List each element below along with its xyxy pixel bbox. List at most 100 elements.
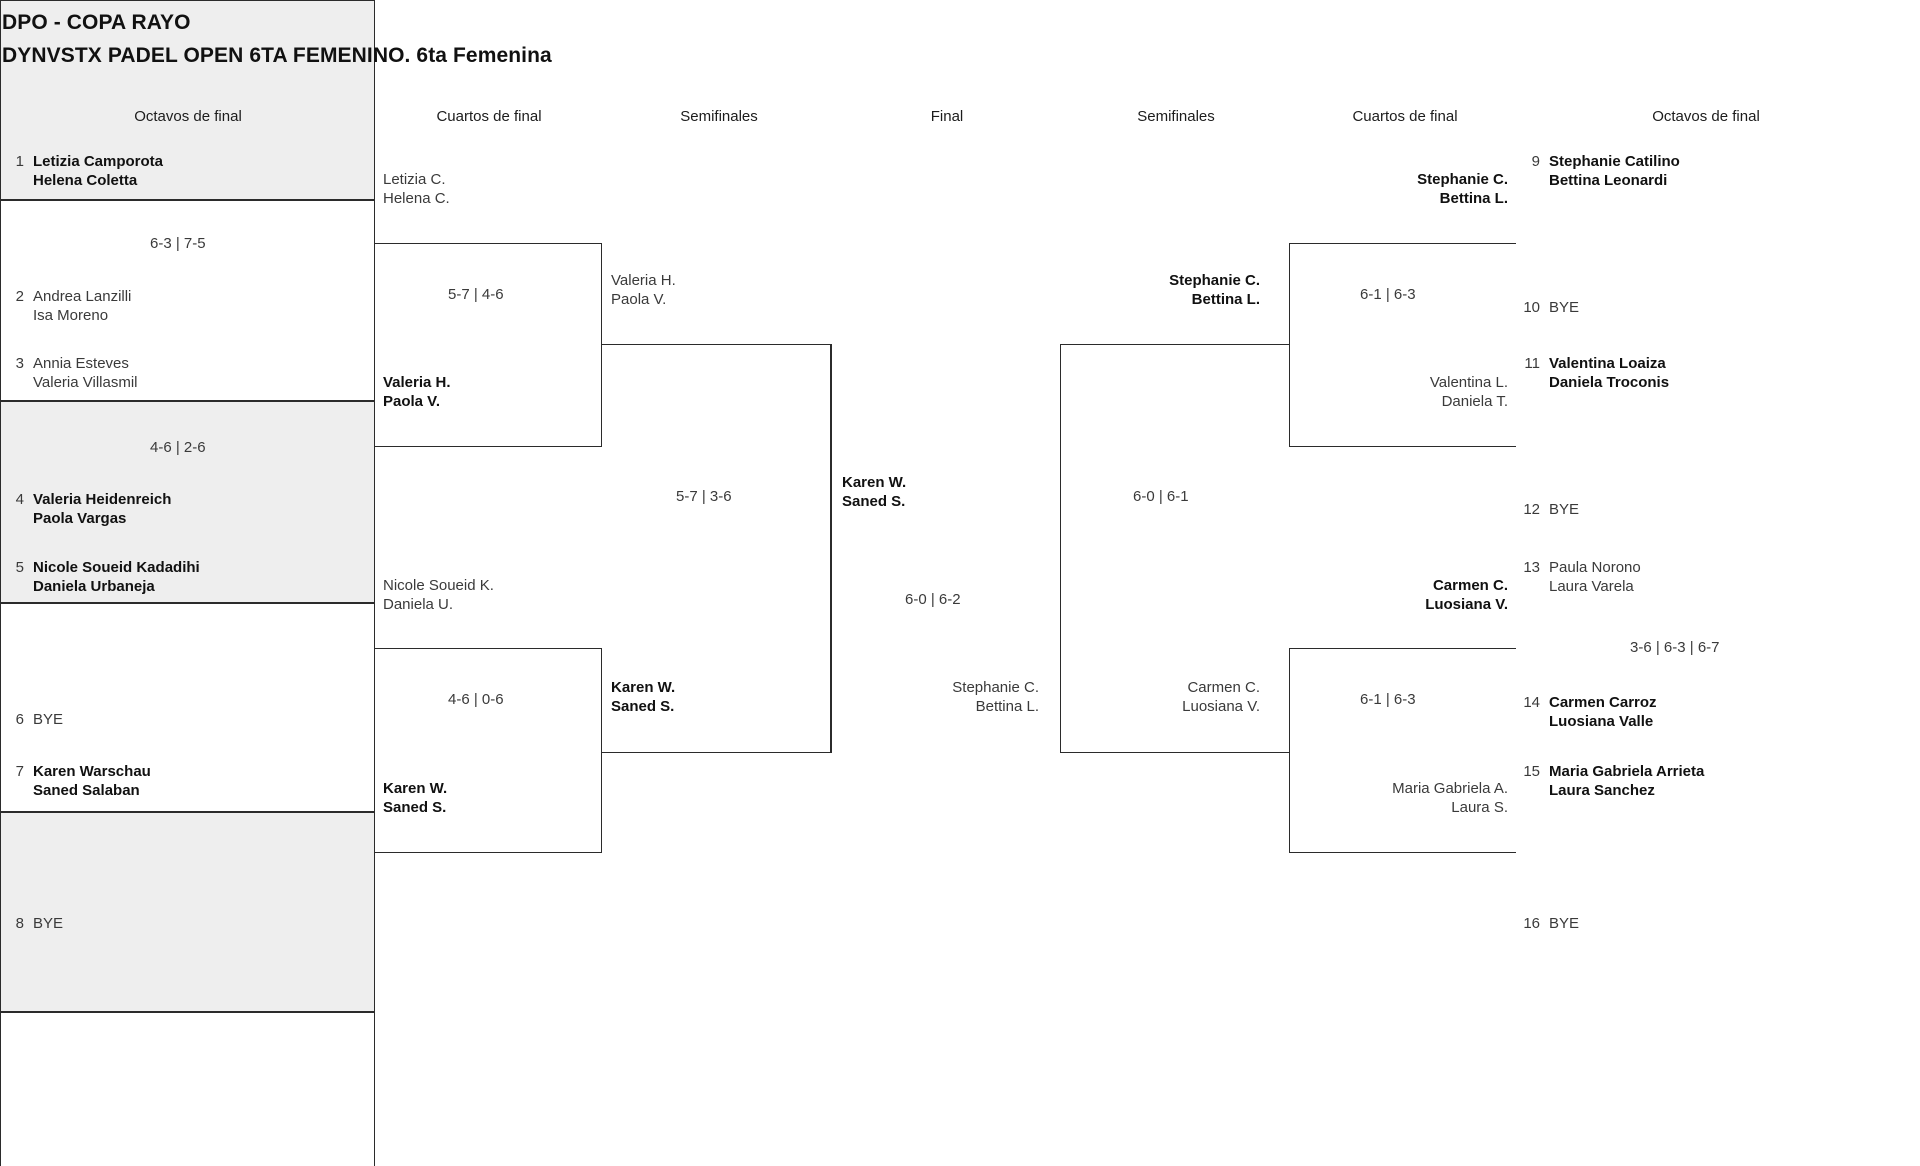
player-name-2: Daniela Troconis (1549, 374, 1670, 391)
tournament-category: DYNVSTX PADEL OPEN 6TA FEMENINO. 6ta Fem… (2, 44, 552, 67)
player-name-1: Letizia Camporota (33, 153, 164, 170)
player-name-1: Stephanie C. (952, 679, 1039, 696)
player-name-1: BYE (1549, 501, 1580, 518)
player-name-1: Valeria H. (383, 374, 451, 391)
player-entry-seed-12[interactable]: 12 BYE (1520, 500, 1579, 519)
player-name-1: Carmen C. (1187, 679, 1260, 696)
semis-right-entry-2[interactable]: Carmen C. Luosiana V. (1010, 678, 1260, 716)
cuartos-left-entry-4[interactable]: Karen W. Saned S. (383, 779, 447, 817)
player-entry-seed-4[interactable]: 4 Valeria Heidenreich Paola Vargas (4, 490, 172, 528)
player-names: Paula Norono Laura Varela (1549, 558, 1641, 596)
player-name-1: Stephanie C. (1169, 272, 1260, 289)
cuartos-right-entry-3[interactable]: Carmen C. Luosiana V. (1258, 576, 1508, 614)
player-names: BYE (33, 914, 63, 933)
player-names: BYE (1549, 914, 1579, 933)
player-name-1: BYE (33, 711, 64, 728)
seed-number: 4 (15, 491, 24, 508)
match-box-left-2[interactable] (0, 200, 375, 401)
final-runnerup-entry[interactable]: Stephanie C. Bettina L. (789, 678, 1039, 716)
seed-number: 13 (1523, 559, 1540, 576)
player-entry-seed-10[interactable]: 10 BYE (1520, 298, 1579, 317)
semis-left-entry-1[interactable]: Valeria H. Paola V. (611, 271, 676, 309)
player-entry-seed-2[interactable]: 2 Andrea Lanzilli Isa Moreno (4, 287, 132, 325)
player-name-1: Nicole Soueid K. (383, 577, 494, 594)
player-name-2: Helena C. (383, 190, 450, 207)
player-name-1: Karen W. (842, 474, 907, 491)
connector-left-semis (602, 344, 831, 753)
player-name-1: Maria Gabriela Arrieta (1549, 763, 1705, 780)
player-name-1: Karen W. (383, 780, 448, 797)
player-entry-seed-9[interactable]: 9 Stephanie Catilino Bettina Leonardi (1520, 152, 1680, 190)
player-entry-seed-1[interactable]: 1 Letizia Camporota Helena Coletta (4, 152, 163, 190)
player-names: Carmen Carroz Luosiana Valle (1549, 693, 1657, 731)
player-names: Andrea Lanzilli Isa Moreno (33, 287, 131, 325)
player-name-1: Stephanie Catilino (1549, 153, 1680, 170)
player-name-1: BYE (33, 915, 64, 932)
player-name-1: Valeria H. (611, 272, 676, 289)
seed-number: 8 (15, 915, 24, 932)
player-entry-seed-5[interactable]: 5 Nicole Soueid Kadadihi Daniela Urbanej… (4, 558, 200, 596)
cuartos-right-entry-4[interactable]: Maria Gabriela A. Laura S. (1258, 779, 1508, 817)
player-names: Maria Gabriela Arrieta Laura Sanchez (1549, 762, 1704, 800)
final-connector-line (831, 344, 832, 753)
seed-number: 3 (15, 355, 24, 372)
connector-left-cuartos-2 (375, 648, 602, 853)
player-name-2: Paola Vargas (33, 510, 127, 527)
player-name-2: Bettina L. (1191, 291, 1260, 308)
player-entry-seed-13[interactable]: 13 Paula Norono Laura Varela (1520, 558, 1641, 596)
round-header-semifinales-right: Semifinales (1137, 108, 1215, 125)
player-entry-seed-7[interactable]: 7 Karen Warschau Saned Salaban (4, 762, 151, 800)
seed-number: 5 (15, 559, 24, 576)
player-name-2: Saned Salaban (33, 782, 140, 799)
player-entry-seed-6[interactable]: 6 BYE (4, 710, 63, 729)
player-name-2: Luosiana V. (1425, 596, 1508, 613)
seed-number: 9 (1531, 153, 1540, 170)
player-entry-seed-15[interactable]: 15 Maria Gabriela Arrieta Laura Sanchez (1520, 762, 1704, 800)
seed-number: 6 (15, 711, 24, 728)
cuartos-left-entry-1[interactable]: Letizia C. Helena C. (383, 170, 450, 208)
match-box-right-1[interactable] (0, 812, 375, 1012)
match-box-left-1[interactable] (0, 0, 375, 200)
cuartos-right-entry-2[interactable]: Valentina L. Daniela T. (1258, 373, 1508, 411)
player-names: BYE (33, 710, 63, 729)
player-entry-seed-14[interactable]: 14 Carmen Carroz Luosiana Valle (1520, 693, 1657, 731)
player-entry-seed-3[interactable]: 3 Annia Esteves Valeria Villasmil (4, 354, 138, 392)
player-entry-seed-16[interactable]: 16 BYE (1520, 914, 1579, 933)
player-names: BYE (1549, 500, 1579, 519)
player-entry-seed-8[interactable]: 8 BYE (4, 914, 63, 933)
player-name-1: Letizia C. (383, 171, 446, 188)
player-names: Karen Warschau Saned Salaban (33, 762, 151, 800)
player-name-1: Karen Warschau (33, 763, 151, 780)
player-names: Annia Esteves Valeria Villasmil (33, 354, 137, 392)
seed-number: 10 (1523, 299, 1540, 316)
player-name-1: Valeria Heidenreich (33, 491, 172, 508)
player-name-1: Valentina Loaiza (1549, 355, 1666, 372)
semis-left-entry-2[interactable]: Karen W. Saned S. (611, 678, 675, 716)
match-score-cuartos-right-1: 6-1 | 6-3 (1360, 286, 1416, 303)
seed-number: 7 (15, 763, 24, 780)
player-name-1: Andrea Lanzilli (33, 288, 132, 305)
player-name-1: BYE (1549, 915, 1580, 932)
match-score-semis-left: 5-7 | 3-6 (676, 488, 732, 505)
cuartos-left-entry-3[interactable]: Nicole Soueid K. Daniela U. (383, 576, 494, 614)
player-name-2: Laura Sanchez (1549, 782, 1655, 799)
final-champion-entry[interactable]: Karen W. Saned S. (842, 473, 906, 511)
connector-right-cuartos-2 (1289, 648, 1516, 853)
player-name-2: Daniela U. (383, 596, 454, 613)
tournament-name: DPO - COPA RAYO (2, 11, 191, 34)
match-box-left-3[interactable] (0, 401, 375, 603)
match-box-right-2[interactable] (0, 1012, 375, 1166)
player-entry-seed-11[interactable]: 11 Valentina Loaiza Daniela Troconis (1520, 354, 1669, 392)
seed-number: 15 (1523, 763, 1540, 780)
semis-right-entry-1[interactable]: Stephanie C. Bettina L. (1010, 271, 1260, 309)
connector-left-cuartos-1 (375, 243, 602, 447)
player-name-2: Bettina L. (1439, 190, 1508, 207)
cuartos-left-entry-2[interactable]: Valeria H. Paola V. (383, 373, 451, 411)
round-header-octavos-right: Octavos de final (1652, 108, 1760, 125)
cuartos-right-entry-1[interactable]: Stephanie C. Bettina L. (1258, 170, 1508, 208)
player-name-2: Daniela Urbaneja (33, 578, 155, 595)
match-box-left-4[interactable] (0, 603, 375, 812)
player-name-1: Annia Esteves (33, 355, 129, 372)
player-name-2: Bettina Leonardi (1549, 172, 1668, 189)
player-name-2: Helena Coletta (33, 172, 138, 189)
